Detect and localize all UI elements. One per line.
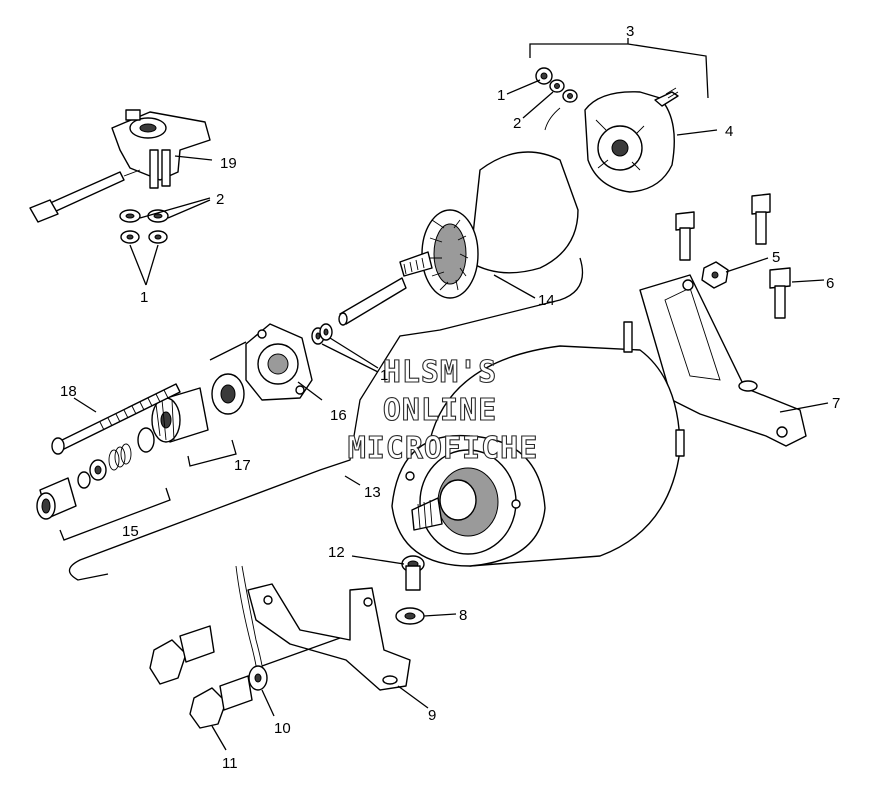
bolt-part-11-upper <box>149 625 215 685</box>
callout-1-mid: 1 <box>380 367 388 384</box>
callout-2-left: 2 <box>216 191 224 208</box>
callout-18: 18 <box>60 383 77 400</box>
callout-19: 19 <box>220 155 237 172</box>
bracket-part-9 <box>247 583 411 691</box>
callout-8: 8 <box>459 607 467 624</box>
starter-housing-part-13 <box>391 321 685 567</box>
washer-part-8 <box>395 607 425 625</box>
shaft-part-18 <box>51 383 181 455</box>
callout-9: 9 <box>428 707 436 724</box>
bolt-part-11-lower <box>189 675 253 729</box>
wire-lead-top <box>544 107 561 131</box>
bracket-part-7 <box>639 274 807 447</box>
solenoid-part-19 <box>29 109 211 223</box>
callout-1-left: 1 <box>140 289 148 306</box>
callout-1-top: 1 <box>497 87 505 104</box>
bolt-part-6-c <box>769 267 791 319</box>
callout-11: 11 <box>222 755 238 772</box>
watermark-line-3: MICROFICHE <box>348 431 539 466</box>
callout-13: 13 <box>364 484 381 501</box>
callout-4: 4 <box>725 123 733 140</box>
bolt-part-12 <box>401 555 425 591</box>
bolt-part-6-b <box>751 193 771 245</box>
callout-12: 12 <box>328 544 345 561</box>
washers-part-1-mid <box>311 323 333 345</box>
bracket-group-13 <box>68 257 584 581</box>
nut-part-1-top <box>535 67 553 85</box>
callout-10: 10 <box>274 720 291 737</box>
drive-plate-part-16 <box>245 323 313 401</box>
nut-part-5 <box>701 261 729 289</box>
callout-16: 16 <box>330 407 347 424</box>
callout-6: 6 <box>826 275 834 292</box>
pinion-assembly-part-17 <box>151 373 245 443</box>
bracket-group-17 <box>187 439 237 467</box>
spring-assembly-part-15 <box>36 427 155 520</box>
callout-2-top: 2 <box>513 115 521 132</box>
bolt-part-6-a <box>675 211 695 261</box>
callout-17: 17 <box>234 457 251 474</box>
callout-14: 14 <box>538 292 555 309</box>
end-cover-part-4 <box>584 87 679 193</box>
callout-3: 3 <box>626 23 634 40</box>
callout-5: 5 <box>772 249 780 266</box>
washer-part-2-top <box>549 79 578 103</box>
armature-part-14 <box>338 151 579 326</box>
watermark-line-2: ONLINE <box>383 393 497 428</box>
watermark-line-1: HLSM'S <box>383 355 497 390</box>
washer-part-10 <box>248 665 268 691</box>
bracket-group-3 <box>529 38 709 99</box>
nuts-part-1-left <box>120 230 168 244</box>
callout-15: 15 <box>122 523 139 540</box>
callout-7: 7 <box>832 395 840 412</box>
bracket-group-15 <box>59 487 171 541</box>
